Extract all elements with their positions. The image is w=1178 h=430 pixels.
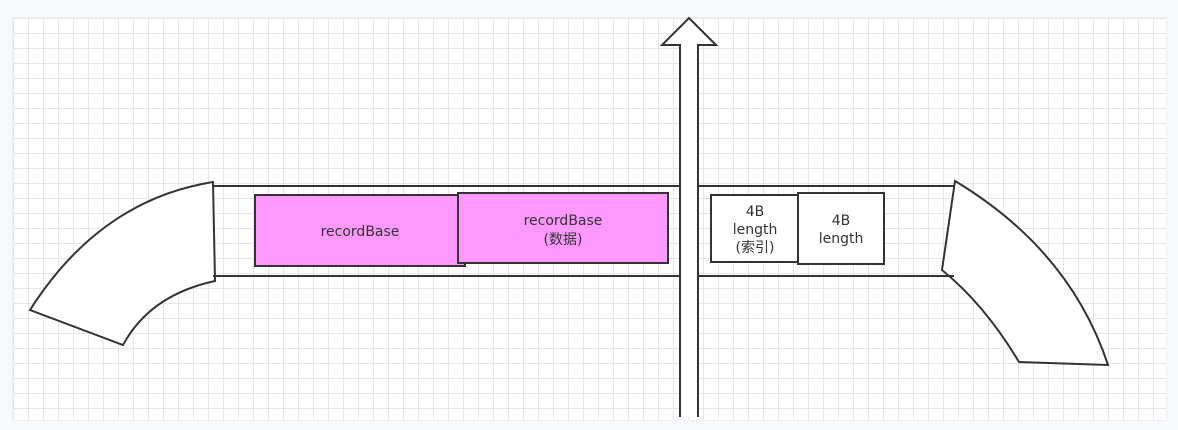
record-base-box-1 — [254, 194, 466, 267]
record-base-2-label: recordBase — [524, 213, 603, 229]
length-index-note-label: (索引) — [736, 239, 775, 256]
length-box — [797, 192, 885, 265]
left-curved-shape — [28, 180, 217, 347]
length-size-label: 4B — [832, 213, 851, 229]
record-base-1-label: recordBase — [321, 224, 400, 240]
length-name-label: length — [819, 231, 864, 247]
record-base-2-sublabel: (数据) — [544, 232, 583, 248]
length-index-name-label: length — [733, 222, 778, 238]
length-index-size-label: 4B — [746, 204, 765, 220]
horizontal-band — [213, 185, 954, 277]
record-base-box-2 — [457, 192, 669, 264]
vertical-arrow — [659, 16, 719, 417]
right-curved-shape — [940, 179, 1110, 367]
